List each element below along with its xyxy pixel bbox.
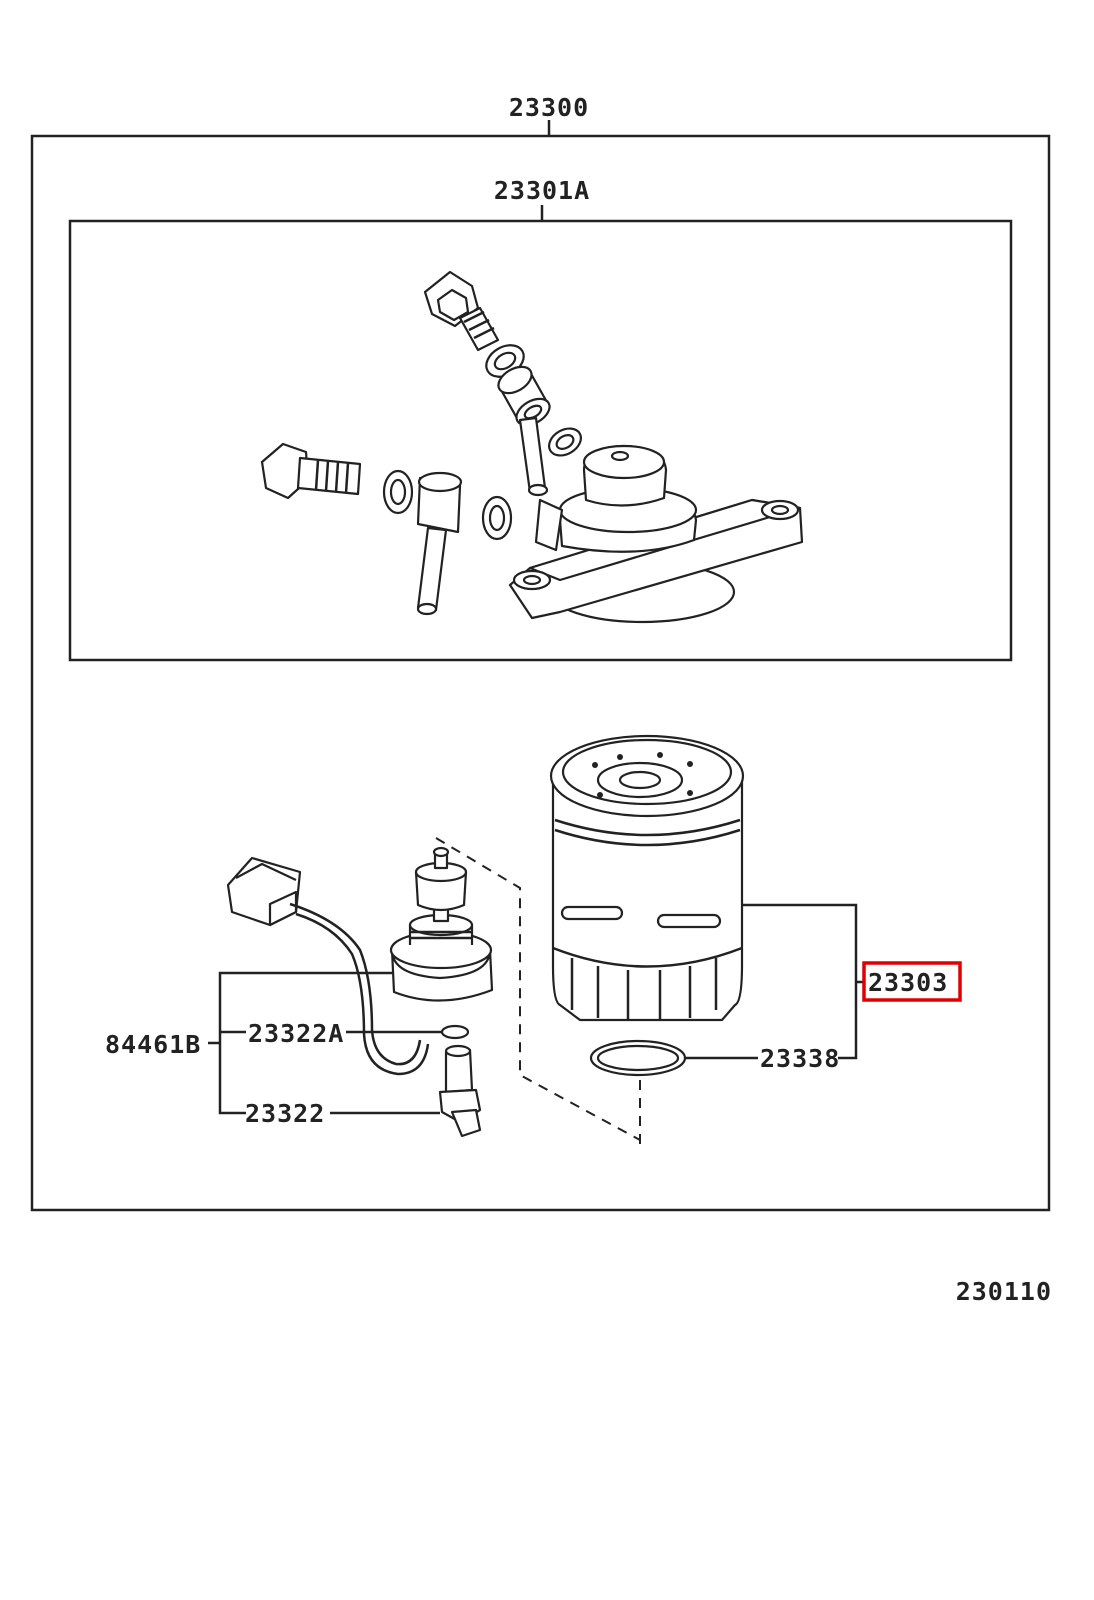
left-banjo-fitting xyxy=(416,471,463,616)
filter-element-drawing xyxy=(549,734,745,1022)
upper-banjo-bolt xyxy=(423,270,500,352)
filter-head-drawing xyxy=(260,270,804,624)
upper-banjo-fitting xyxy=(497,365,551,497)
filter-head-body xyxy=(508,444,804,624)
left-banjo-bolt xyxy=(260,442,362,500)
label-o-ring[interactable]: 23322A xyxy=(248,1019,344,1048)
label-gasket[interactable]: 23338 xyxy=(760,1044,840,1073)
highlight-box xyxy=(862,961,962,1002)
label-sub-assembly[interactable]: 23301A xyxy=(494,176,590,205)
gasket-drawing xyxy=(589,1039,687,1077)
label-sensor-group[interactable]: 84461B xyxy=(105,1030,201,1059)
assembly-dashed-lines xyxy=(435,837,641,1145)
label-assembly[interactable]: 23300 xyxy=(509,93,589,122)
sub-assembly-frame xyxy=(68,205,1013,662)
label-sensor[interactable]: 23322 xyxy=(245,1099,325,1128)
leader-lines xyxy=(208,903,864,1115)
assembly-frame xyxy=(30,120,1051,1212)
label-filter-element[interactable]: 23303 xyxy=(868,968,948,997)
sensor-drawing xyxy=(226,846,494,1138)
diagram-id: 230110 xyxy=(956,1277,1052,1306)
